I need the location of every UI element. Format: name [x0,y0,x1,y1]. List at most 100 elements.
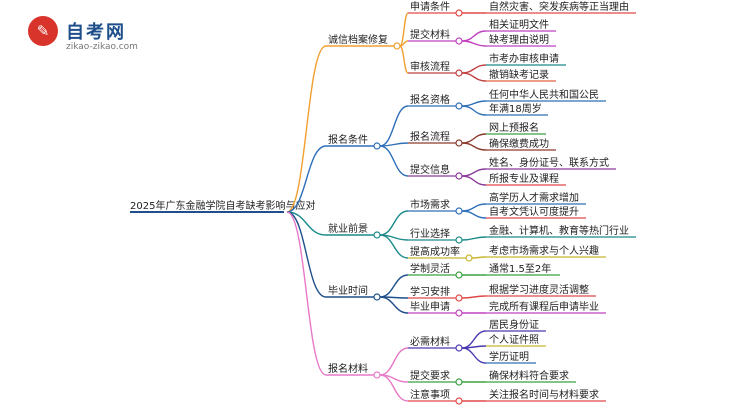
sub-label: 提交要求 [410,369,450,382]
leaf-connector [461,30,487,42]
leaf-connector [461,347,487,364]
sub-node-dot [455,294,463,302]
branch-node-dot [373,231,381,239]
branch-label: 就业前景 [328,222,368,235]
sub-node-dot [455,397,463,405]
sub-node-dot [455,309,463,317]
sub-connector [379,274,409,298]
branch-label: 诚信档案修复 [328,33,388,46]
leaf-label: 姓名、身份证号、联系方式 [489,156,609,169]
leaf-label: 居民身份证 [489,318,539,331]
leaf-connector [471,256,487,259]
leaf-label: 根据学习进度灵活调整 [489,283,589,296]
sub-label: 毕业申请 [410,300,450,313]
leaf-connector [461,175,487,186]
leaf-label: 任何中华人民共和国公民 [489,88,599,101]
sub-node-dot [465,254,473,262]
sub-connector [379,347,409,376]
leaf-label: 学历证明 [489,350,529,363]
sub-label: 报名流程 [410,130,450,143]
sub-label: 提交信息 [410,163,450,176]
leaf-label: 缺考理由说明 [489,33,549,46]
leaf-label: 市考办审核申请 [489,52,559,65]
sub-node-dot [455,236,463,244]
leaf-label: 关注报名时间与材料要求 [489,388,599,401]
sub-connector [379,210,409,236]
leaf-label: 高学历人才需求增加 [489,191,579,204]
sub-label: 申请条件 [410,0,450,13]
leaf-label: 完成所有课程后申请毕业 [489,300,599,313]
sub-label: 提高成功率 [410,245,460,258]
sub-connector [379,105,409,147]
logo-badge-icon: ✎ [28,16,58,46]
sub-label: 必需材料 [410,335,450,348]
sub-node-dot [455,37,463,45]
leaf-label: 个人证件照 [489,334,539,346]
branch-connector [286,45,327,213]
leaf-label: 金融、计算机、教育等热门行业 [489,224,629,237]
sub-label: 市场需求 [410,198,450,211]
leaf-label: 年满18周岁 [489,102,542,115]
sub-node-dot [455,344,463,352]
branch-label: 毕业时间 [328,284,368,297]
branch-connector [286,211,327,298]
sub-node-dot [455,271,463,279]
branch-connector [286,211,327,236]
sub-node-dot [455,69,463,77]
leaf-connector [461,100,487,107]
branch-node-dot [373,142,381,150]
sub-label: 学习安排 [410,285,450,298]
leaf-label: 所报专业及课程 [489,172,559,185]
sub-label: 审核流程 [410,60,450,73]
sub-connector [399,45,409,74]
leaf-connector [461,105,487,116]
sub-label: 学制灵活 [410,262,450,275]
leaf-label: 撤销缺考记录 [489,68,549,81]
leaf-label: 确保缴费成功 [489,137,549,150]
sub-connector [379,234,409,259]
branch-connector [286,211,327,376]
sub-node-dot [455,139,463,147]
leaf-connector [461,40,487,47]
branch-node-dot [393,42,401,50]
leaf-connector [461,133,487,144]
branch-label: 报名条件 [328,133,368,146]
leaf-connector [461,210,487,219]
logo-name: 自考网 [66,22,126,43]
leaf-connector [461,168,487,177]
sub-connector [379,145,409,177]
sub-connector [379,296,409,314]
leaf-label: 网上预报名 [489,121,539,134]
branch-label: 报名材料 [328,362,368,375]
leaf-label: 自考文凭认可度提升 [489,205,579,218]
root-label: 2025年广东金融学院自考缺考影响与应对 [130,199,315,212]
leaf-label: 自然灾害、突发疾病等正当理由 [489,0,629,13]
sub-node-dot [455,207,463,215]
leaf-label: 通常1.5至2年 [489,262,551,275]
branch-node-dot [373,293,381,301]
leaf-connector [461,236,487,241]
sub-label: 报名资格 [410,93,450,106]
logo-url: zikao-zikao.com [66,42,138,52]
branch-node-dot [373,371,381,379]
sub-connector [399,12,409,47]
site-logo: ✎ 自考网 zikao-zikao.com [28,10,148,58]
leaf-connector [461,142,487,151]
leaf-connector [461,295,487,299]
sub-connector [379,374,409,402]
sub-label: 注意事项 [410,388,450,401]
sub-node-dot [455,378,463,386]
leaf-connector [461,72,487,82]
leaf-connector [461,64,487,74]
leaf-label: 相关证明文件 [489,18,549,31]
sub-node-dot [455,9,463,17]
leaf-label: 确保材料符合要求 [489,369,569,382]
branch-connector [286,145,327,213]
leaf-label: 考虑市场需求与个人兴趣 [489,244,599,257]
sub-label: 行业选择 [410,227,450,240]
leaf-connector [461,203,487,212]
sub-node-dot [455,172,463,180]
sub-node-dot [455,102,463,110]
sub-label: 提交材料 [410,28,450,41]
